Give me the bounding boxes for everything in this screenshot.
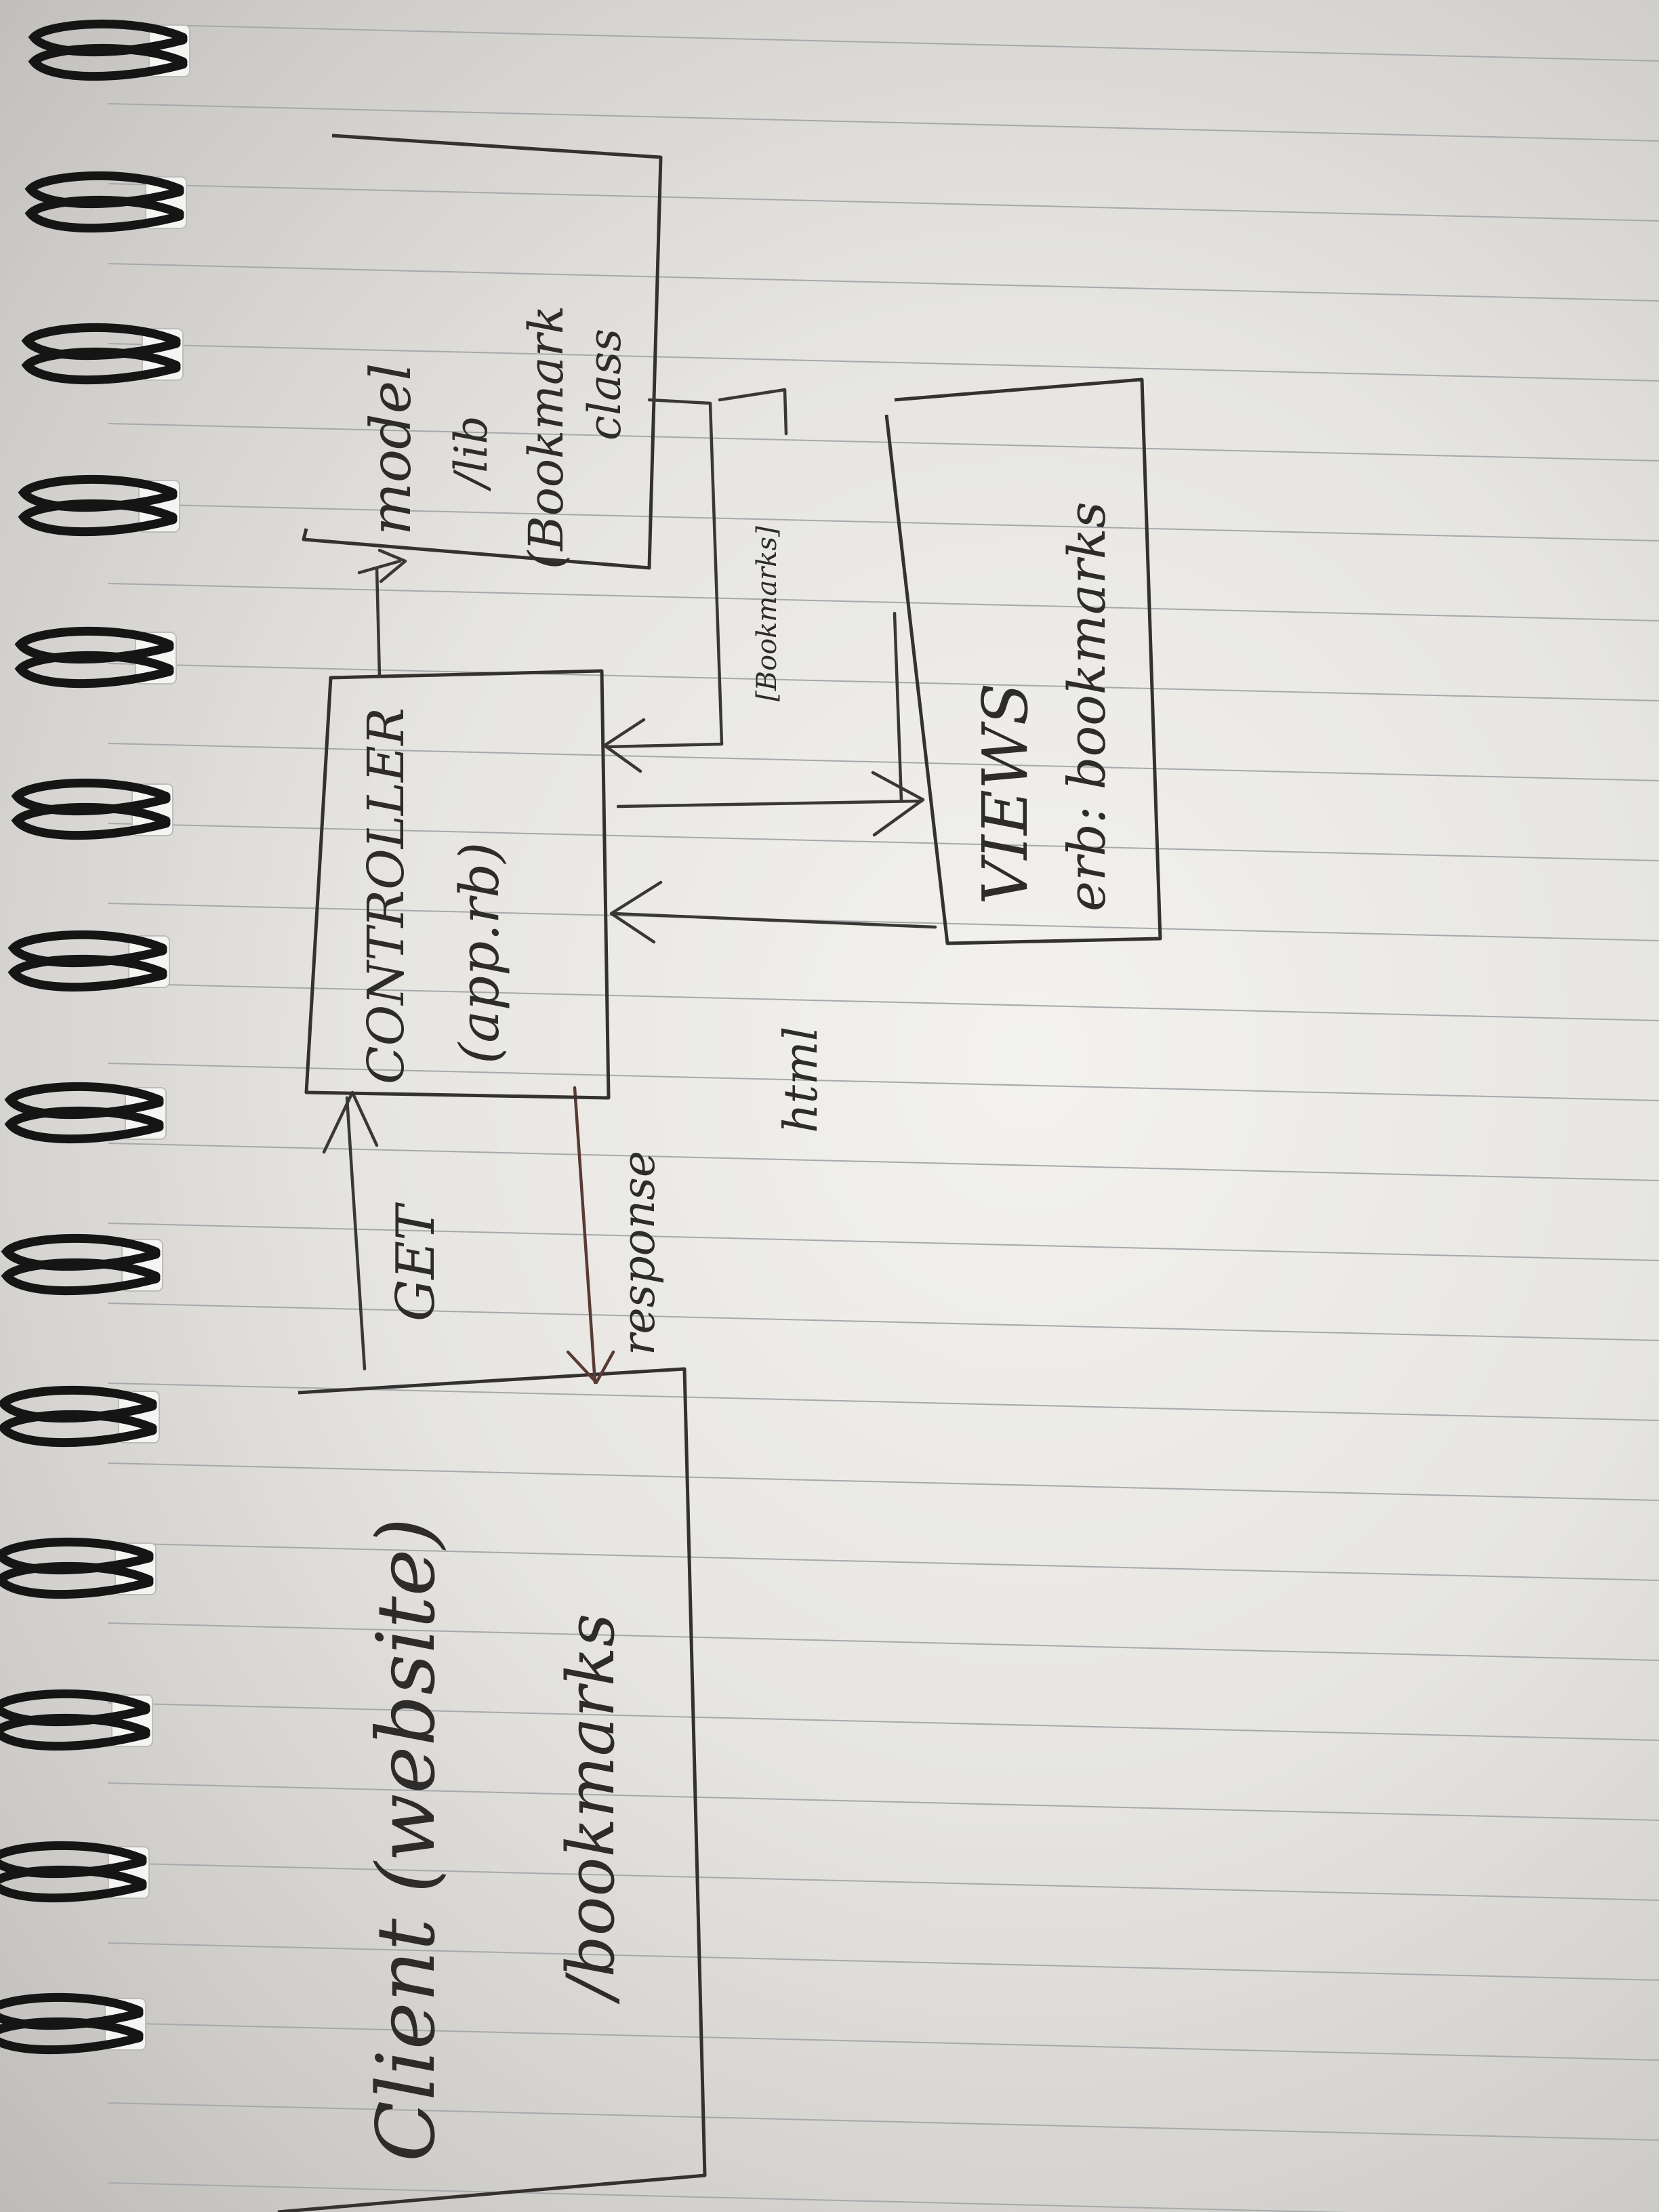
client-box: Client (website) /bookmarks [277,1367,707,2212]
spiral-ring [24,171,187,233]
controller-box: CONTROLLER (app.rb) [304,669,611,1100]
spiral-ring [28,19,190,81]
spiral-ring [18,474,180,537]
ruled-line [108,263,1659,302]
ruled-line [108,183,1659,222]
spiral-binding [0,19,190,2055]
model-box: model /lib (Bookmark class [302,134,663,570]
views-label: VIEWS [969,682,1042,905]
bookmarks-return-arrow: [Bookmarks] [602,388,788,773]
ruled-line [108,983,1659,1021]
controller-label: CONTROLLER [357,708,415,1084]
ruled-line [108,1782,1659,1821]
views-to-controller-arrow [609,880,937,944]
response-label: response [613,1151,665,1355]
model-class-label-2: class [579,329,631,441]
controller-to-views-arrow [616,611,925,837]
spiral-ring [14,626,177,689]
ruled-line [108,423,1659,462]
controller-file-label: (app.rb) [448,842,511,1064]
html-label: html [775,1027,828,1133]
views-box: VIEWS erb: bookmarks [884,377,1162,945]
ruled-line [108,343,1659,382]
response-arrow: response [566,1086,665,1385]
ruled-line [108,23,1659,62]
ruled-line [108,1063,1659,1101]
spiral-ring [21,323,184,385]
ruled-line [108,1303,1659,1341]
spiral-ring [0,1841,150,1903]
model-path-label: /lib [445,415,497,492]
spiral-ring [0,1689,153,1751]
ruled-line [108,2102,1659,2141]
ruled-line [108,823,1659,861]
controller-to-model-arrow [357,548,407,678]
bookmarks-return-label: [Bookmarks] [752,526,783,701]
ruled-line [108,743,1659,781]
ruled-line [108,1622,1659,1661]
ruled-line [108,2022,1659,2061]
ruled-line [108,503,1659,541]
ruled-line [108,1223,1659,1261]
spiral-ring [1,1233,163,1296]
ruled-line [108,103,1659,142]
get-arrow: GET [322,1090,447,1371]
ruled-line [108,1942,1659,1981]
spiral-ring [7,930,170,992]
ruled-line [108,1143,1659,1181]
spiral-ring [0,1385,160,1448]
ruled-line [108,1862,1659,1901]
model-label: model [359,363,424,535]
views-template-label: erb: bookmarks [1057,501,1117,912]
model-class-label: (Bookmark [518,306,574,569]
spiral-ring [0,1537,157,1599]
ruled-line [108,903,1659,941]
html-label-group: html [775,1027,828,1133]
ruled-line [108,2182,1349,2212]
ruled-line [108,1462,1659,1501]
spiral-ring [4,1082,167,1144]
ruled-line [108,583,1659,621]
ruled-line [108,1702,1659,1741]
spiral-ring [11,778,173,840]
get-label: GET [386,1202,447,1322]
client-path-label: /bookmarks [553,1614,629,2005]
ruled-line [108,663,1659,701]
spiral-ring [0,1992,146,2055]
client-label: Client (website) [359,1517,453,2162]
ruled-line [108,1542,1659,1581]
